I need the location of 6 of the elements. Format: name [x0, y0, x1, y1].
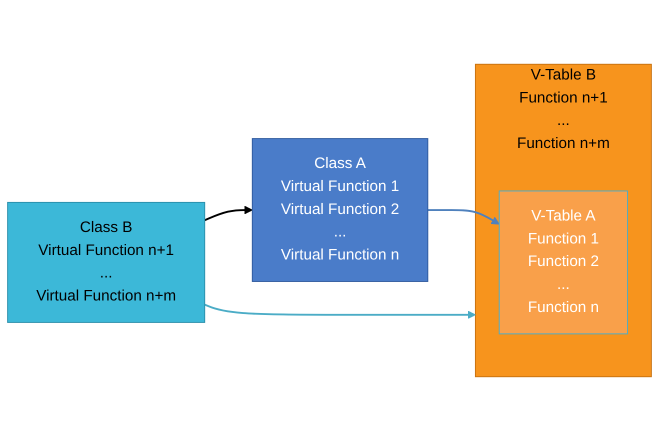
arrow — [204, 304, 476, 319]
node-box: V-Table A Function 1 Function 2 ... Function n — [498, 190, 628, 334]
arrow — [428, 209, 500, 225]
node-box: Class B Virtual Function n+1 ... Virtual Function n+m — [7, 202, 206, 323]
node-box: Class A Virtual Function 1 Virtual Function 2 ... Virtual Function n — [252, 138, 428, 282]
arrow — [204, 206, 253, 222]
